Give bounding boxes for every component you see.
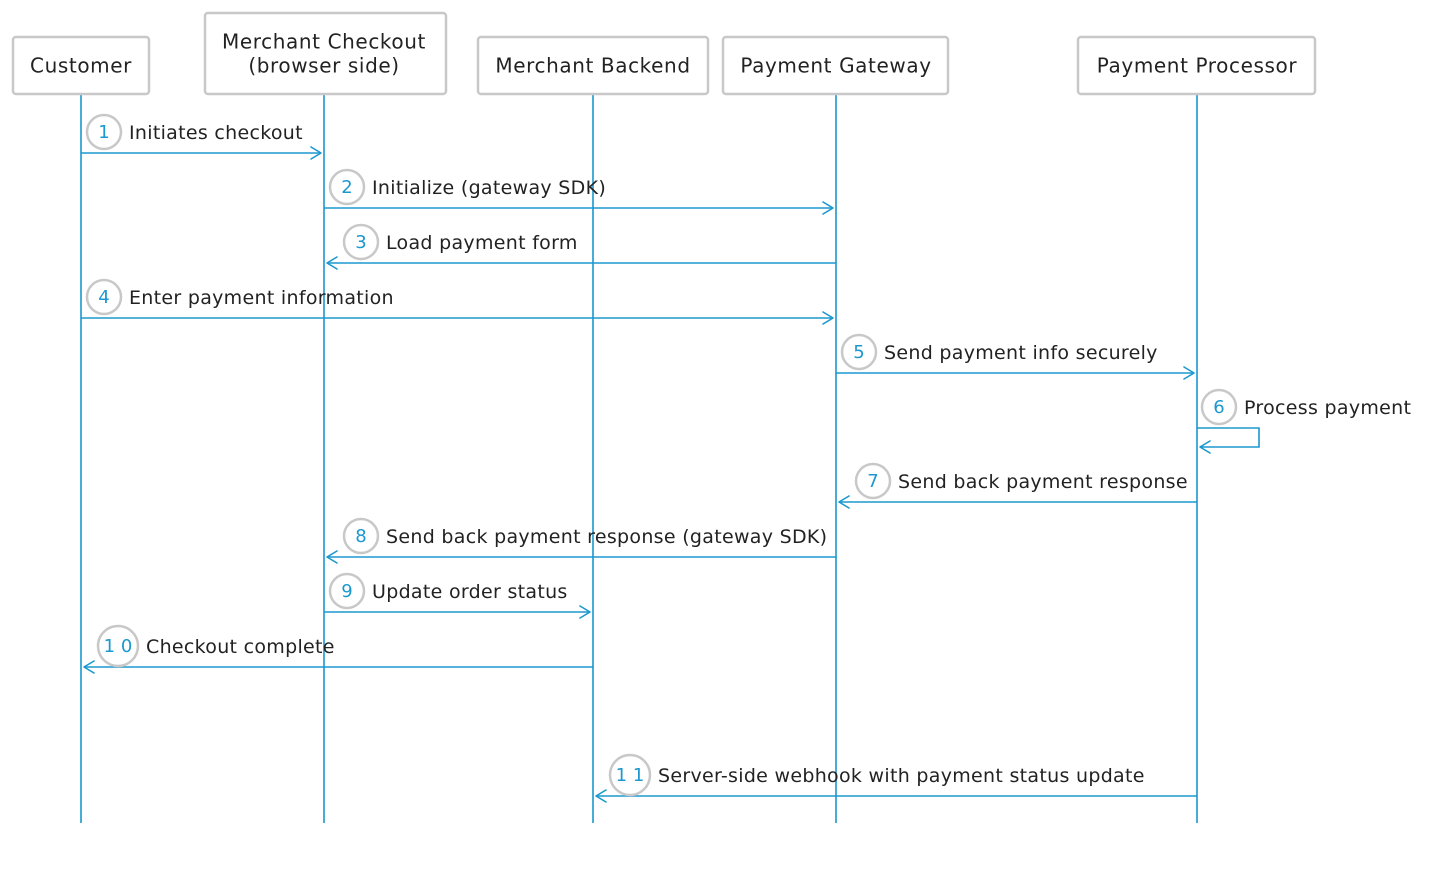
message-label: Send payment info securely: [884, 342, 1158, 364]
arrowhead: [326, 550, 338, 564]
message-9: 9 Update order status: [324, 572, 591, 619]
step-number-circle: [85, 113, 123, 151]
arrowhead: [822, 201, 834, 215]
message-label: Load payment form: [386, 232, 578, 254]
step-number-circle: [1200, 388, 1238, 426]
actor-label: Merchant Checkout: [222, 30, 426, 54]
actor-box: [476, 35, 710, 96]
message-8: 8 Send back payment response (gateway SDK…: [326, 517, 836, 564]
arrowhead: [822, 311, 834, 325]
actor-customer: Customer: [11, 35, 151, 96]
step-number-circle: [342, 517, 380, 555]
actor-label: Payment Processor: [1097, 54, 1298, 78]
messages: 1 Initiates checkout 2 Initialize (gateway …: [81, 113, 1411, 803]
step-number-circle: [85, 278, 123, 316]
message-4: 4 Enter payment information: [81, 278, 834, 325]
step-number-circle: [96, 624, 140, 668]
message-label: Send back payment response: [898, 471, 1188, 493]
step-number: 1 1: [616, 765, 645, 786]
arrowhead: [595, 789, 607, 803]
step-number: 6: [1213, 397, 1224, 418]
actor-gateway: Payment Gateway: [721, 35, 950, 96]
step-number-circle: [328, 572, 366, 610]
step-number-circle: [342, 223, 380, 261]
arrowhead: [838, 495, 850, 509]
step-number-circle: [328, 168, 366, 206]
actor-label: Customer: [30, 54, 132, 78]
lifelines: [80, 94, 1198, 823]
actor-box: [1076, 35, 1317, 96]
arrowhead: [1199, 440, 1211, 454]
step-number-circle: [854, 462, 892, 500]
step-number: 4: [98, 287, 109, 308]
message-label: Initialize (gateway SDK): [372, 177, 606, 199]
message-5: 5 Send payment info securely: [836, 333, 1195, 380]
actor-label: Merchant Backend: [495, 54, 690, 78]
actor-processor: Payment Processor: [1076, 35, 1317, 96]
self-message-line: [1197, 427, 1260, 448]
arrowhead: [310, 146, 322, 160]
message-label: Process payment: [1244, 397, 1411, 419]
message-label: Send back payment response (gateway SDK): [386, 526, 827, 548]
message-3: 3 Load payment form: [326, 223, 836, 270]
arrowhead: [326, 256, 338, 270]
message-1: 1 Initiates checkout: [81, 113, 322, 160]
step-number: 3: [355, 232, 366, 253]
message-label: Initiates checkout: [129, 122, 303, 144]
step-number-circle: [608, 753, 652, 797]
message-2: 2 Initialize (gateway SDK): [324, 168, 834, 215]
step-number: 8: [355, 526, 366, 547]
arrowhead: [1183, 366, 1195, 380]
step-number: 2: [341, 177, 352, 198]
actor-box: [203, 11, 448, 96]
arrowhead: [83, 660, 95, 674]
actor-checkout: Merchant Checkout(browser side): [203, 11, 448, 96]
step-number: 9: [341, 581, 352, 602]
message-label: Enter payment information: [129, 287, 394, 309]
step-number: 5: [853, 342, 864, 363]
message-10: 1 0 Checkout complete: [83, 624, 593, 674]
message-11: 1 1 Server-side webhook with payment stat…: [595, 753, 1197, 803]
step-number: 7: [867, 471, 878, 492]
message-6: 6 Process payment: [1197, 388, 1411, 454]
actor-box: [721, 35, 950, 96]
actor-box: [11, 35, 151, 96]
message-label: Server-side webhook with payment status …: [658, 765, 1145, 787]
step-number: 1: [98, 122, 109, 143]
step-number-circle: [840, 333, 878, 371]
message-label: Update order status: [372, 581, 568, 603]
arrowhead: [579, 605, 591, 619]
actor-label: Payment Gateway: [740, 54, 931, 78]
actor-label: (browser side): [248, 54, 399, 78]
message-label: Checkout complete: [146, 636, 335, 658]
step-number: 1 0: [104, 636, 133, 657]
actor-backend: Merchant Backend: [476, 35, 710, 96]
message-7: 7 Send back payment response: [838, 462, 1197, 509]
